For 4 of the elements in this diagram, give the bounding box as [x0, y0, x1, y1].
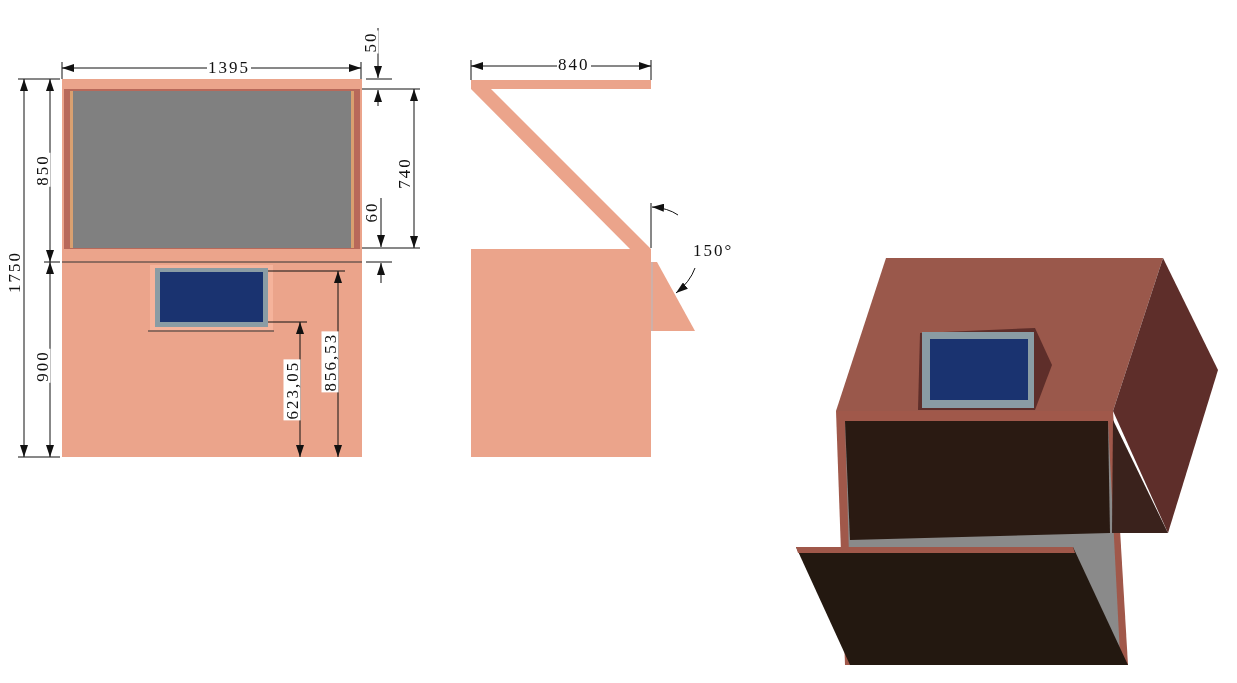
dimension-label: 623,05 [283, 359, 301, 421]
dimension-label: 840 [557, 56, 591, 73]
dimension-label: 1395 [207, 59, 251, 76]
dimension-label: 856,53 [321, 331, 339, 393]
